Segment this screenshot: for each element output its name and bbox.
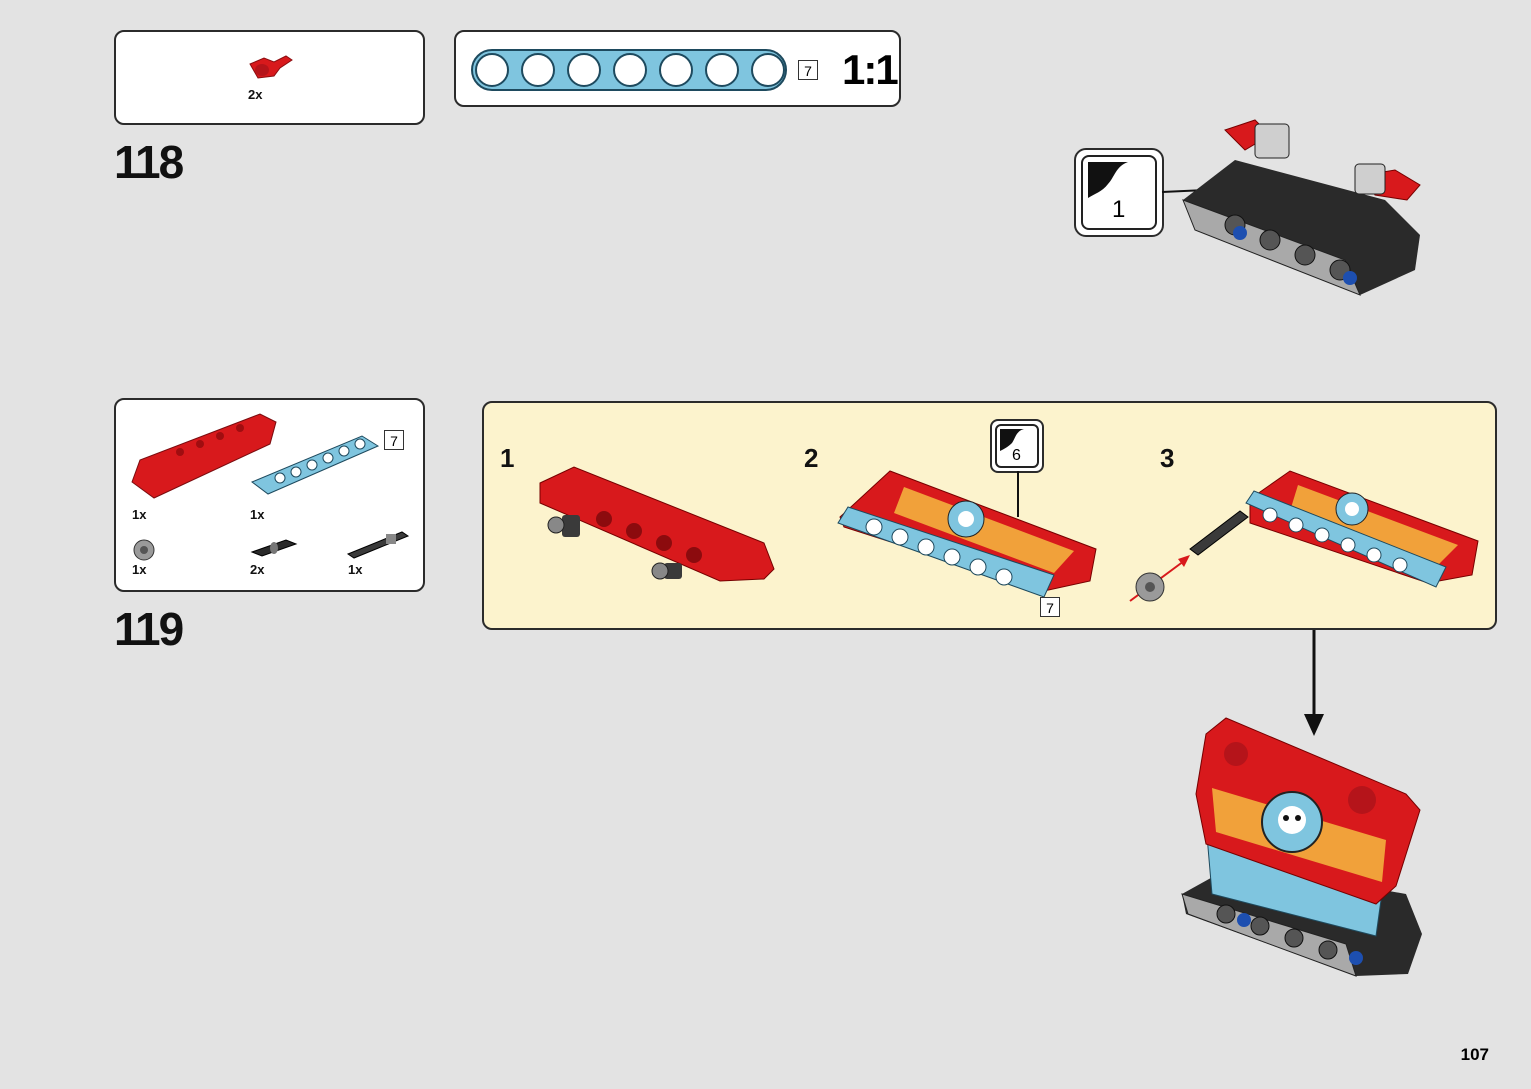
- bush-icon: [133, 539, 155, 561]
- sub-step-number: 2: [804, 443, 819, 473]
- step-number-119: 119: [114, 603, 184, 655]
- step-number-118: 118: [114, 136, 184, 188]
- black-pin-icon: [250, 539, 298, 557]
- part-qty: 1x: [132, 562, 147, 577]
- rotate-label: 1: [1112, 196, 1126, 223]
- sub-step-number: 3: [1160, 443, 1175, 473]
- scale-label: 1:1: [842, 46, 899, 93]
- sub-step-1-illustration: [539, 466, 775, 582]
- rotate-model-icon: [1088, 162, 1128, 198]
- part-qty: 2x: [248, 87, 263, 102]
- part-qty: 1x: [250, 507, 265, 522]
- red-connector-icon: [249, 55, 293, 79]
- blue-beam-icon: [251, 435, 380, 495]
- scale-callout: 7 1:1: [454, 30, 901, 107]
- assembly-arrow: [1304, 630, 1324, 736]
- blue-beam-icon: [471, 49, 787, 91]
- callout-connector-line: [1017, 471, 1019, 517]
- red-panel-icon: [131, 413, 277, 499]
- rotate-callout: 1: [1074, 148, 1164, 237]
- sub-assembly-panel: 1 2 3 6 7: [482, 401, 1497, 630]
- parts-list-119: 1x 7 1x 1x 2x 1x: [114, 398, 425, 592]
- beam-length-label: 7: [384, 430, 404, 450]
- rotate-model-icon: [1000, 429, 1024, 451]
- part-qty: 1x: [132, 507, 147, 522]
- sub-step-number: 1: [500, 443, 515, 473]
- beam-length-label: 7: [1040, 597, 1060, 617]
- sub-step-3-illustration: [1129, 470, 1479, 602]
- part-qty: 2x: [250, 562, 265, 577]
- page-number: 107: [1460, 1045, 1489, 1064]
- axle-icon: [346, 531, 410, 559]
- beam-length-label: 7: [798, 60, 818, 80]
- part-qty: 1x: [348, 562, 363, 577]
- model-illustration-119: [1181, 717, 1422, 977]
- parts-list-118: 2x: [114, 30, 425, 125]
- rotate-label: 6: [1012, 447, 1021, 464]
- model-illustration-118: [1182, 119, 1421, 296]
- sub-step-2-illustration: [837, 470, 1097, 598]
